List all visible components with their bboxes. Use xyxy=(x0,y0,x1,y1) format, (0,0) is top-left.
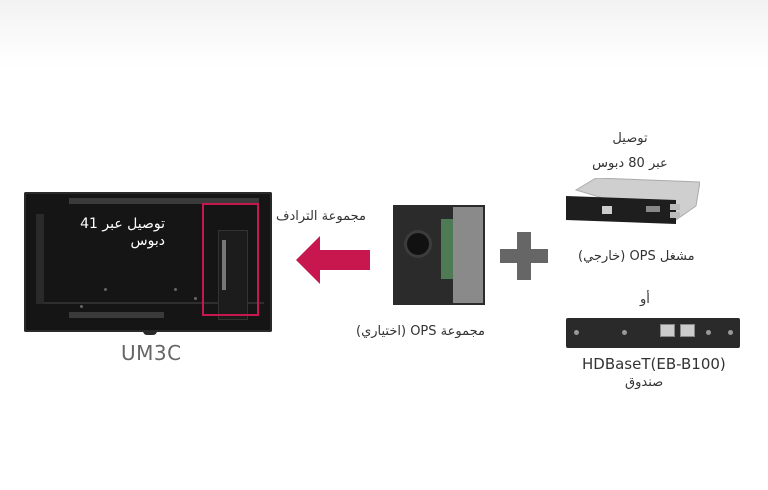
monitor-connection-line2: دبوس xyxy=(130,233,165,249)
ops-player-image xyxy=(566,178,700,224)
service-port xyxy=(706,330,711,335)
usb-port xyxy=(670,204,680,210)
monitor-screw xyxy=(174,288,177,291)
screw-hole xyxy=(728,330,733,335)
monitor-vent xyxy=(69,198,259,204)
arrow-shape xyxy=(296,236,370,284)
monitor-vent xyxy=(69,312,164,318)
ops-kit-label: مجموعة OPS (اختياري) xyxy=(356,324,485,339)
ops-player-connection-line1: توصيل xyxy=(612,131,648,146)
monitor-port-strip xyxy=(222,240,226,290)
ops-kit-image xyxy=(393,205,485,305)
monitor-connection-text: توصيل عبر 41 دبوس xyxy=(60,216,165,250)
monitor-port-highlight xyxy=(202,203,259,316)
port-b xyxy=(680,324,695,337)
plus-horizontal-bar xyxy=(500,249,548,263)
monitor-connection-line1: توصيل عبر 41 xyxy=(80,216,165,232)
fan-icon xyxy=(407,233,429,255)
monitor-screw xyxy=(80,305,83,308)
or-label: أو xyxy=(640,292,650,307)
monitor-rail xyxy=(44,302,264,304)
tandem-kit-label: مجموعة الترادف xyxy=(276,209,366,224)
usb-port xyxy=(670,212,680,218)
monitor-rail xyxy=(36,214,44,304)
hdmi-port xyxy=(646,206,660,212)
monitor-stand xyxy=(143,331,157,335)
monitor-rear-image xyxy=(24,192,272,332)
reset-button xyxy=(622,330,627,335)
screw-hole xyxy=(574,330,579,335)
ops-player-connection-text: توصيل عبر 80 دبوس xyxy=(560,126,700,176)
ops-player-label: مشغل OPS (خارجي) xyxy=(578,249,695,264)
ops-player-front xyxy=(566,196,676,224)
lan-port xyxy=(660,324,675,337)
circuit-board xyxy=(441,219,453,279)
hdbaset-box-image xyxy=(566,318,740,348)
ops-kit-side-panel xyxy=(453,207,483,303)
lan-port xyxy=(602,206,612,214)
monitor-screw xyxy=(104,288,107,291)
hdbaset-model-label: HDBaseT(EB-B100) xyxy=(582,355,726,373)
ops-player-connection-line2: عبر 80 دبوس xyxy=(592,156,668,171)
monitor-model-label: UM3C xyxy=(121,341,182,365)
hdbaset-box-label: صندوق xyxy=(625,375,664,390)
monitor-screw xyxy=(194,297,197,300)
plus-icon xyxy=(500,232,548,280)
arrow-left-icon xyxy=(296,236,370,284)
